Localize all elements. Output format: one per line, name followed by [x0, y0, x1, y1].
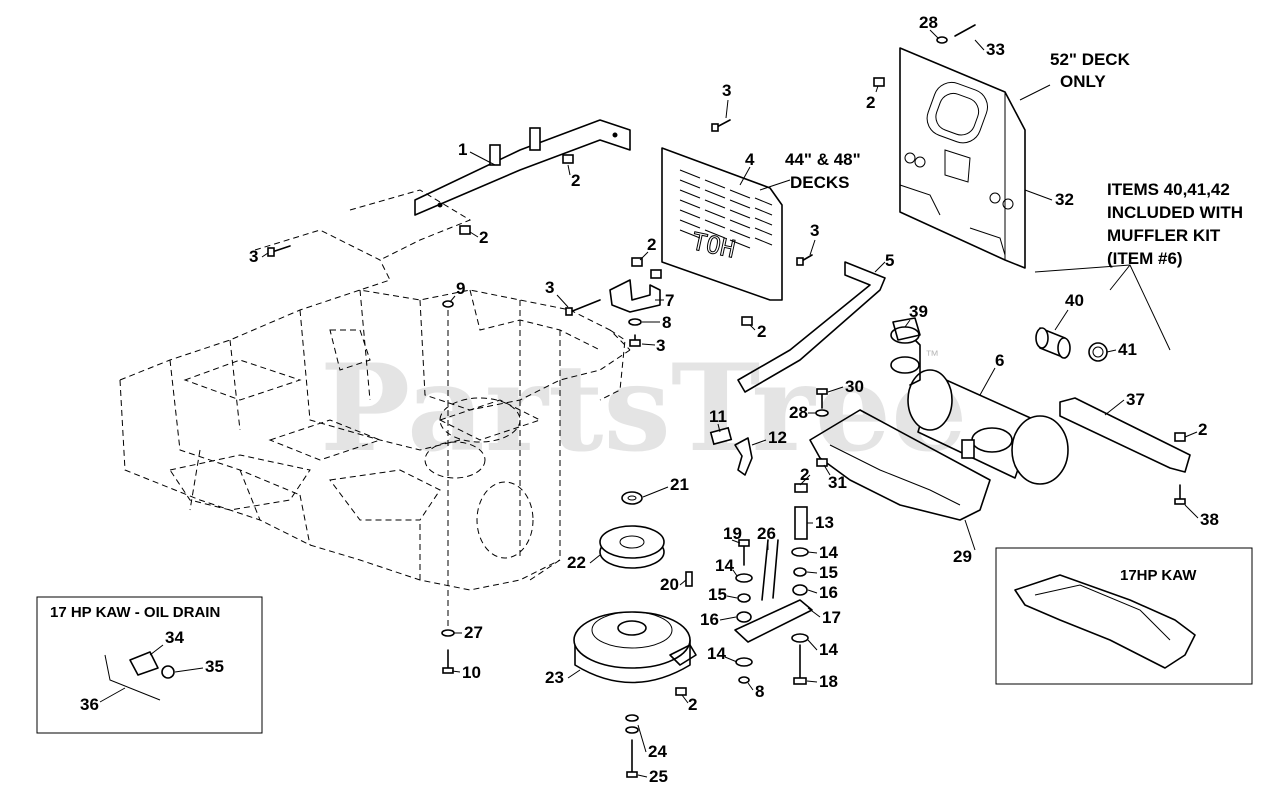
- callout-14: 14: [819, 640, 838, 659]
- callout-35: 35: [205, 657, 224, 676]
- callout-26: 26: [757, 524, 776, 543]
- callout-only: ONLY: [1060, 72, 1106, 91]
- callouts: 1 2 2 2 2 2 2 2 2 3 3 3 3 3 4 5 6 7 8 8 …: [249, 13, 1219, 786]
- callout-30: 30: [845, 377, 864, 396]
- callout-44-48-: 44" & 48": [785, 150, 861, 169]
- watermark-trademark: ™: [925, 347, 939, 363]
- note-17hp-kaw: 17HP KAW: [1120, 567, 1197, 584]
- callout-7: 7: [665, 291, 674, 310]
- callout-31: 31: [828, 473, 847, 492]
- callout-19: 19: [723, 524, 742, 543]
- callout-12: 12: [768, 428, 787, 447]
- part-1-bracket: [414, 119, 631, 216]
- callout-24: 24: [648, 742, 667, 761]
- callout-39: 39: [909, 302, 928, 321]
- callout-items-40-41-42: ITEMS 40,41,42: [1107, 180, 1230, 199]
- callout-40: 40: [1065, 291, 1084, 310]
- part-41-clamp: [1088, 342, 1108, 362]
- callout-41: 41: [1118, 340, 1137, 359]
- callout-8: 8: [755, 682, 764, 701]
- callout-27: 27: [464, 623, 483, 642]
- callout-3: 3: [545, 278, 554, 297]
- callout-22: 22: [567, 553, 586, 572]
- callout-decks: DECKS: [790, 173, 850, 192]
- note-52-deck: 52" DECK ONLY: [1019, 50, 1131, 101]
- callout-3: 3: [656, 336, 665, 355]
- callout-2: 2: [688, 695, 697, 714]
- callout-muffler-kit: MUFFLER KIT: [1107, 226, 1221, 245]
- callout-36: 36: [80, 695, 99, 714]
- callout-29: 29: [953, 547, 972, 566]
- callout-21: 21: [670, 475, 689, 494]
- mower-frame: [119, 189, 631, 591]
- callout-13: 13: [815, 513, 834, 532]
- callout-17: 17: [822, 608, 841, 627]
- part-4-shield: TOH: [661, 147, 783, 301]
- callout--item-6-: (ITEM #6): [1107, 249, 1183, 268]
- callout-2: 2: [757, 322, 766, 341]
- callout-37: 37: [1126, 390, 1145, 409]
- callout-34: 34: [165, 628, 184, 647]
- callout-14: 14: [707, 644, 726, 663]
- part-17-bracket: [734, 539, 813, 643]
- callout-16: 16: [819, 583, 838, 602]
- note-muffler-kit: ITEMS 40,41,42 INCLUDED WITH MUFFLER KIT…: [1034, 180, 1243, 351]
- callout-14: 14: [819, 543, 838, 562]
- part-5-strap: [737, 261, 886, 393]
- callout-23: 23: [545, 668, 564, 687]
- shield-letters: TOH: [689, 227, 737, 263]
- callout-1: 1: [458, 140, 467, 159]
- callout-38: 38: [1200, 510, 1219, 529]
- watermark-text: PartsTree: [320, 338, 967, 479]
- part-6-muffler: [890, 326, 1069, 485]
- callout-28: 28: [919, 13, 938, 32]
- callout-14: 14: [715, 556, 734, 575]
- callout-2: 2: [647, 235, 656, 254]
- callout-18: 18: [819, 672, 838, 691]
- callout-28: 28: [789, 403, 808, 422]
- callout-11: 11: [709, 407, 727, 426]
- part-39-gasket: [892, 317, 921, 341]
- callout-10: 10: [462, 663, 481, 682]
- inset-oil-drain: 17 HP KAW - OIL DRAIN 34 35 36: [36, 596, 263, 734]
- callout-2: 2: [479, 228, 488, 247]
- part-21-washer: [621, 491, 643, 505]
- part-22-pulley: [599, 525, 665, 569]
- callout-15: 15: [708, 585, 727, 604]
- callout-2: 2: [1198, 420, 1207, 439]
- part-23-clutch: [573, 611, 697, 684]
- callout-20: 20: [660, 575, 679, 594]
- callout-4: 4: [745, 150, 755, 169]
- part-7-bracket: [609, 279, 661, 313]
- part-12-elbow: [734, 437, 753, 476]
- inset-oil-drain-title: 17 HP KAW - OIL DRAIN: [50, 604, 220, 621]
- callout-3: 3: [249, 247, 258, 266]
- part-32-shield: [899, 47, 1026, 269]
- callout-52-deck: 52" DECK: [1050, 50, 1131, 69]
- callout-8: 8: [662, 313, 671, 332]
- callout-6: 6: [995, 351, 1004, 370]
- callout-33: 33: [986, 40, 1005, 59]
- callout-5: 5: [885, 251, 894, 270]
- note-44-48-decks: 44" & 48" DECKS: [759, 150, 861, 192]
- part-37-plate: [1059, 397, 1191, 473]
- callout-included-with: INCLUDED WITH: [1107, 203, 1243, 222]
- part-29-heatshield: [809, 409, 991, 521]
- callout-2: 2: [866, 93, 875, 112]
- callout-2: 2: [571, 171, 580, 190]
- callout-32: 32: [1055, 190, 1074, 209]
- hardware: [267, 24, 1186, 778]
- callout-2: 2: [800, 465, 809, 484]
- callout-9: 9: [456, 279, 465, 298]
- callout-15: 15: [819, 563, 838, 582]
- part-40-plug: [1035, 327, 1071, 359]
- callout-3: 3: [722, 81, 731, 100]
- callout-16: 16: [700, 610, 719, 629]
- inset-17hp-kaw: 17HP KAW: [995, 547, 1253, 685]
- callout-25: 25: [649, 767, 668, 786]
- callout-3: 3: [810, 221, 819, 240]
